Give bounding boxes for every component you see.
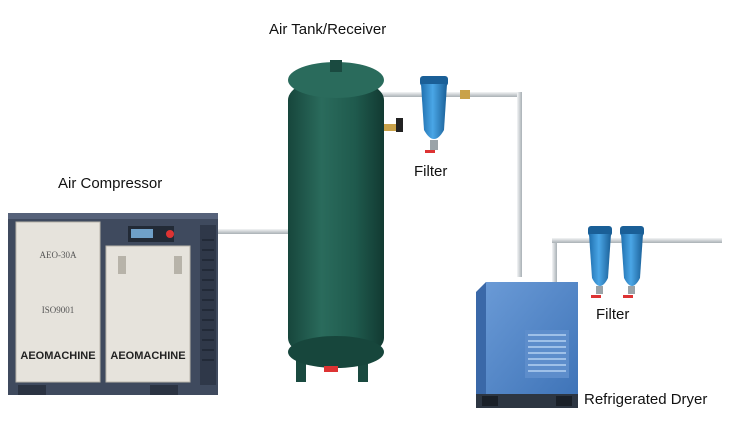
tank-valve (384, 118, 403, 132)
filter-right-2 (620, 226, 644, 298)
pipe-fitting (460, 90, 470, 99)
label-filter-right: Filter (596, 306, 630, 323)
compressor-brand-right: AEOMACHINE (110, 350, 185, 362)
label-air-compressor: Air Compressor (58, 175, 163, 192)
air-tank (288, 60, 403, 382)
pipe-compressor-to-tank (214, 229, 288, 234)
compressor-cert-text: ISO9001 (42, 305, 75, 315)
filter-top (420, 76, 448, 153)
refrigerated-dryer (476, 282, 578, 408)
emergency-stop-button (166, 230, 174, 238)
pipe-dryer-up (552, 240, 557, 284)
label-air-tank: Air Tank/Receiver (269, 21, 387, 38)
compressor-vent-grille (202, 239, 214, 361)
dryer-vent-grille (525, 330, 569, 378)
compressor-left-door (15, 221, 101, 383)
label-filter-top: Filter (414, 163, 448, 180)
compressor-brand-left: AEOMACHINE (20, 350, 95, 362)
compressor-model-text: AEO-30A (40, 250, 77, 260)
filter-right-1 (588, 226, 612, 298)
label-refrigerated-dryer: Refrigerated Dryer (584, 391, 708, 408)
air-compressor: AEO-30A ISO9001 AEOMACHINE AEOMACHINE (8, 213, 218, 395)
pipe-down-to-dryer (517, 92, 522, 277)
